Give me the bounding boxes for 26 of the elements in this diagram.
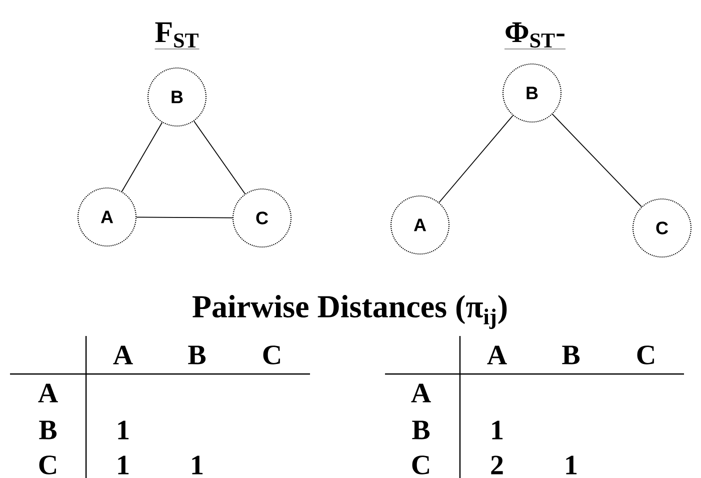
table-header: B (188, 346, 206, 364)
connector-line (121, 122, 163, 192)
table-cell: 1 (118, 456, 129, 474)
table-header: C (263, 346, 280, 364)
row-label: A (38, 384, 58, 402)
heading: F$_{ST}$ (154, 22, 200, 50)
table-header: A (113, 346, 133, 364)
table-cell: 1 (192, 456, 203, 474)
connector-line (552, 114, 642, 208)
table-header: B (562, 346, 580, 364)
row-label: A (411, 384, 431, 402)
connector-line (194, 120, 246, 194)
row-label: C (412, 456, 429, 474)
row-label: B (412, 420, 430, 440)
row-label: C (39, 456, 56, 474)
table-cell: 1 (566, 456, 577, 474)
table-cell: 2 (491, 456, 503, 474)
table-header: A (487, 346, 507, 364)
table-cell: 1 (492, 420, 503, 440)
table-header: C (637, 346, 654, 364)
connector-line (438, 115, 514, 203)
row-label: B (39, 420, 57, 440)
connector-line (136, 216, 233, 218)
table-title: Pairwise Distances (π$_{ij}$) (192, 295, 507, 329)
heading: Φ$_{ST}$- (504, 22, 566, 50)
table-cell: 1 (118, 420, 129, 440)
